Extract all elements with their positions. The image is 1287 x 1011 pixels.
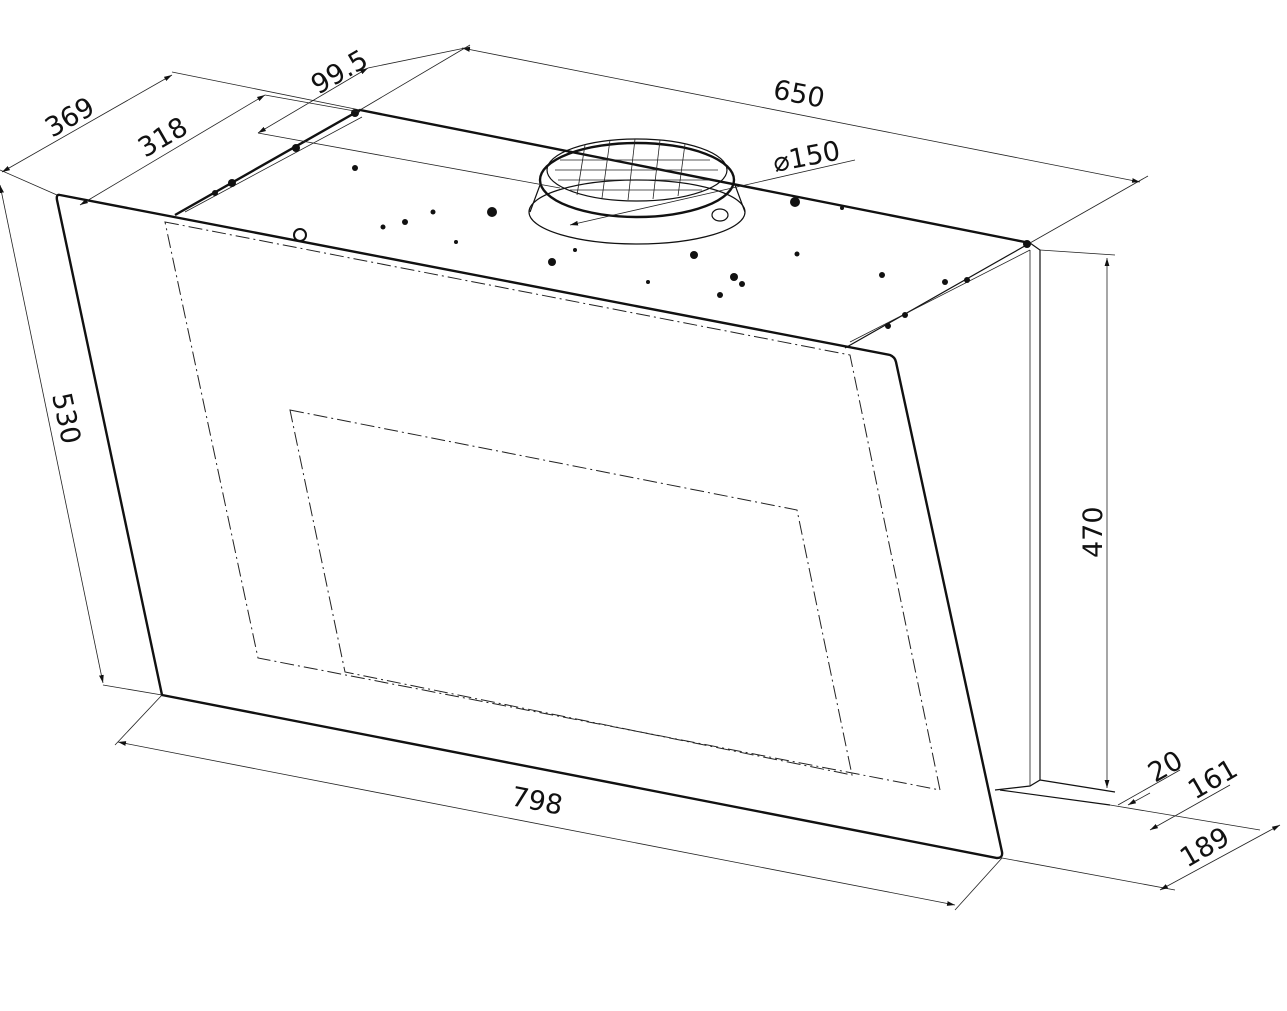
dim-189: 189 [1175, 821, 1235, 874]
glass-panel [55, 193, 1004, 860]
exhaust-duct [528, 138, 746, 245]
dim-369: 369 [40, 91, 100, 144]
dimension-lines [0, 44, 1281, 911]
dim-470: 470 [1078, 506, 1109, 558]
dim-530: 530 [45, 390, 86, 447]
dim-20: 20 [1143, 745, 1188, 789]
dim-318: 318 [133, 111, 193, 164]
dim-99-5: 99.5 [306, 44, 374, 101]
dim-161: 161 [1183, 753, 1243, 806]
dim-diameter-150: ⌀150 [770, 136, 842, 179]
hood-body [174, 108, 1116, 806]
dim-798: 798 [509, 781, 566, 821]
dim-650: 650 [771, 74, 828, 114]
